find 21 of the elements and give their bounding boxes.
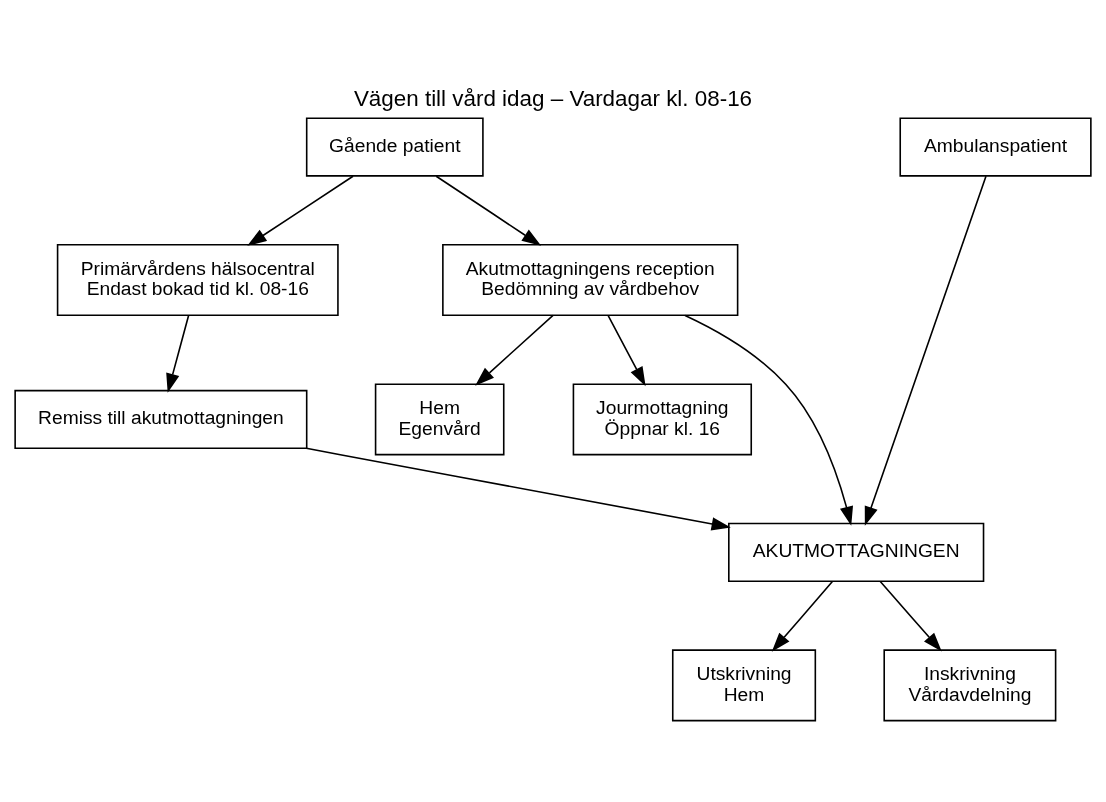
arrow: [607, 314, 646, 387]
node-box: Ambulanspatient: [899, 117, 1092, 177]
arrow: [864, 175, 987, 526]
arrow: [475, 314, 554, 386]
diagram-title: Vägen till vård idag – Vardagar kl. 08-16: [353, 85, 753, 111]
arrow: [771, 580, 834, 652]
node-box: Remiss till akutmottagningen: [14, 389, 308, 450]
arrow: [166, 314, 190, 393]
arrow: [435, 175, 542, 246]
arrow: [684, 314, 854, 526]
node-box: Gående patient: [305, 117, 484, 177]
node-box: Akutmottagningens reception Bedömning av vårdbehov: [442, 244, 739, 317]
node-box: Utskrivning Hem: [671, 649, 817, 722]
arrow: [247, 175, 354, 246]
node-box: Jourmottagning Öppnar kl. 16: [572, 383, 753, 456]
arrow: [879, 580, 942, 652]
arrow: [305, 447, 731, 531]
node-box: Inskrivning Vårdavdelning: [883, 649, 1057, 722]
node-box: AKUTMOTTAGNINGEN: [728, 522, 985, 582]
node-box: Primärvårdens hälsocentral Endast bokad tid kl. 08-16: [56, 244, 339, 317]
node-box: Hem Egenvård: [374, 383, 505, 456]
